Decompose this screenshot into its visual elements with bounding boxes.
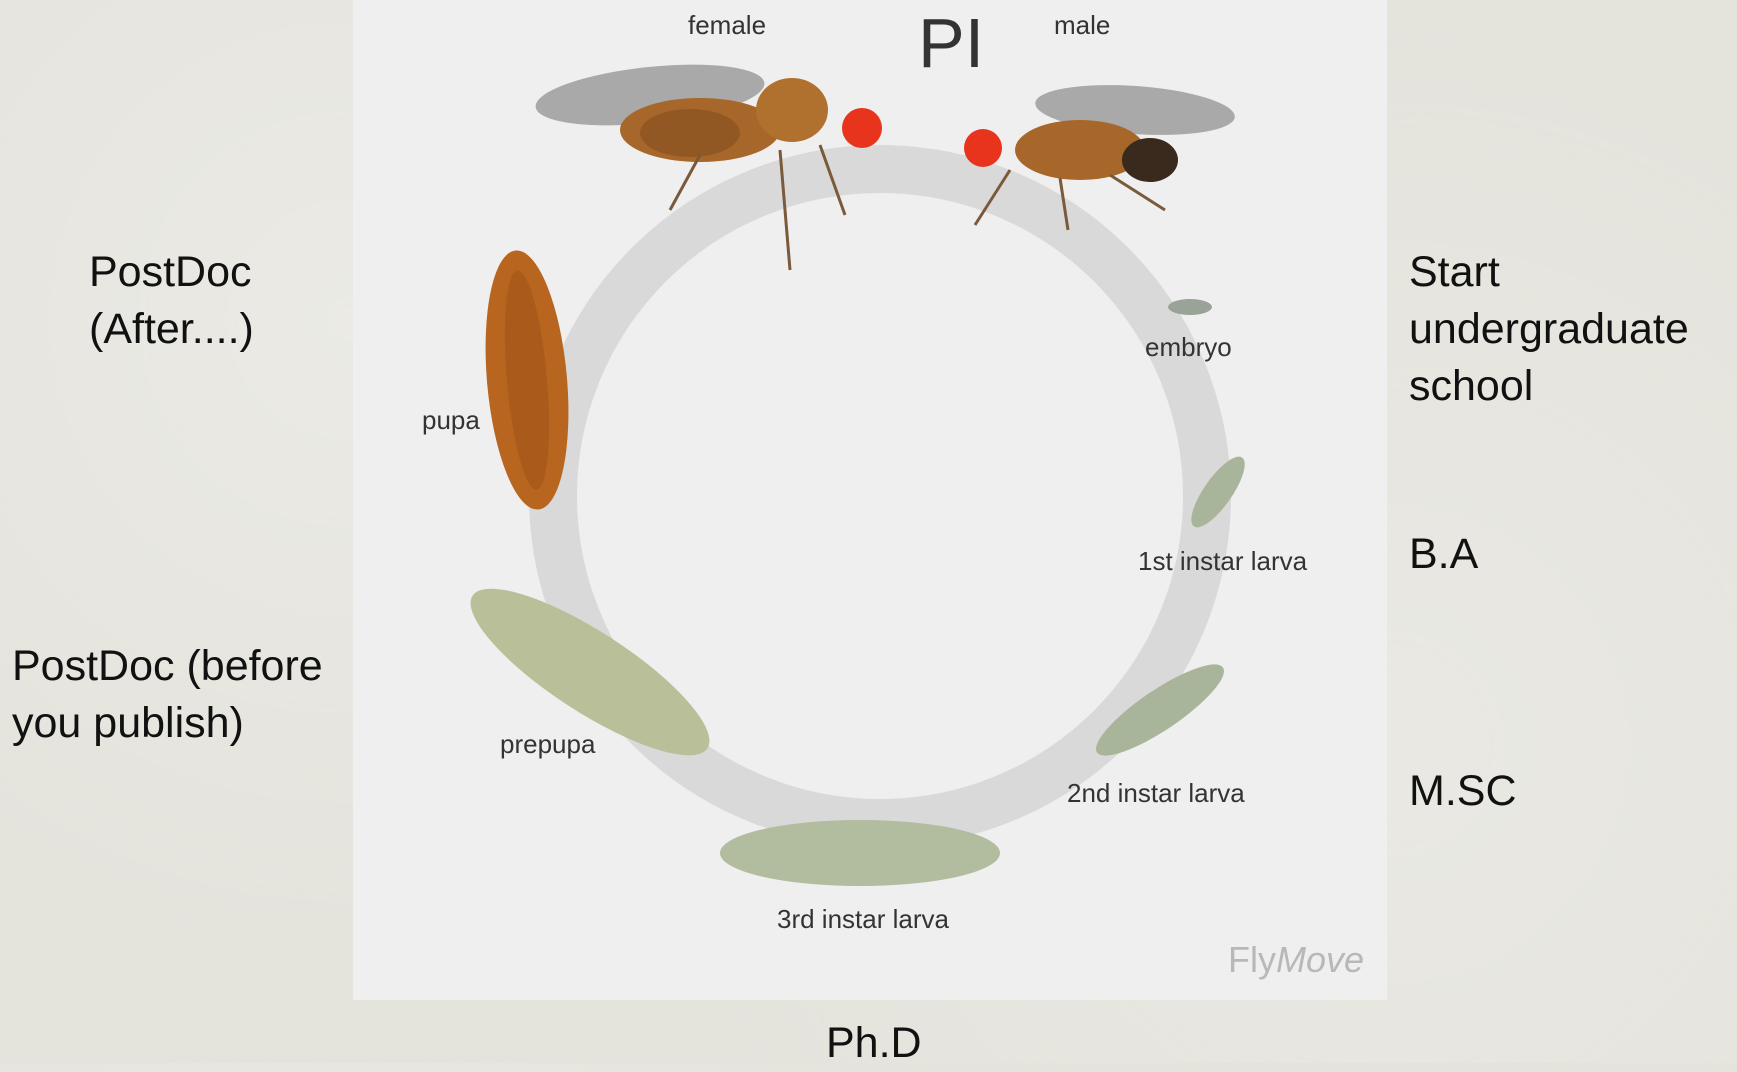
label-embryo: embryo: [1145, 332, 1232, 363]
label-female: female: [688, 10, 766, 41]
pi-label: PI: [918, 4, 984, 82]
flymove-watermark: FlyMove: [1228, 939, 1364, 981]
label-pupa: pupa: [422, 405, 480, 436]
label-prepupa: prepupa: [500, 729, 595, 760]
label-second-instar: 2nd instar larva: [1067, 778, 1245, 809]
label-third-instar: 3rd instar larva: [777, 904, 949, 935]
embryo-illustration: [1168, 299, 1212, 315]
label-male: male: [1054, 10, 1110, 41]
label-first-instar: 1st instar larva: [1138, 546, 1307, 577]
third-instar-larva-illustration: [720, 820, 1000, 886]
